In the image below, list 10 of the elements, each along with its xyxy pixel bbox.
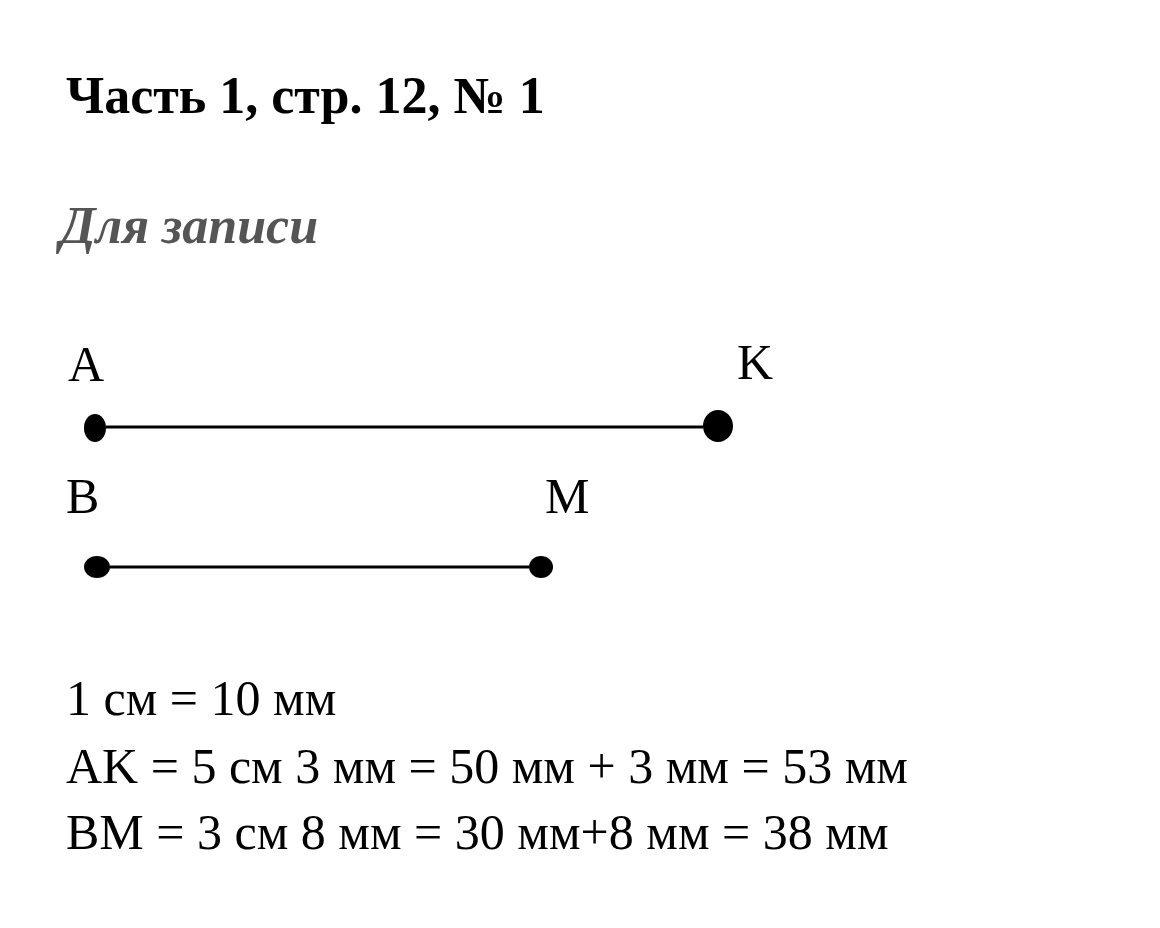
equation-text: AK = 5 см 3 мм = 50 мм + 3 мм = 53 мм — [66, 737, 908, 796]
point-label: B — [66, 468, 100, 524]
point-label: A — [68, 336, 105, 392]
line-segment — [110, 565, 529, 569]
line-segment — [106, 425, 703, 429]
point-label: M — [545, 468, 590, 524]
equation-text: BM = 3 см 8 мм = 30 мм+8 мм = 38 мм — [66, 803, 889, 862]
title: Часть 1, стр. 12, № 1 — [66, 66, 545, 126]
equation-text: 1 см = 10 мм — [66, 669, 337, 728]
point-label: K — [737, 334, 774, 390]
